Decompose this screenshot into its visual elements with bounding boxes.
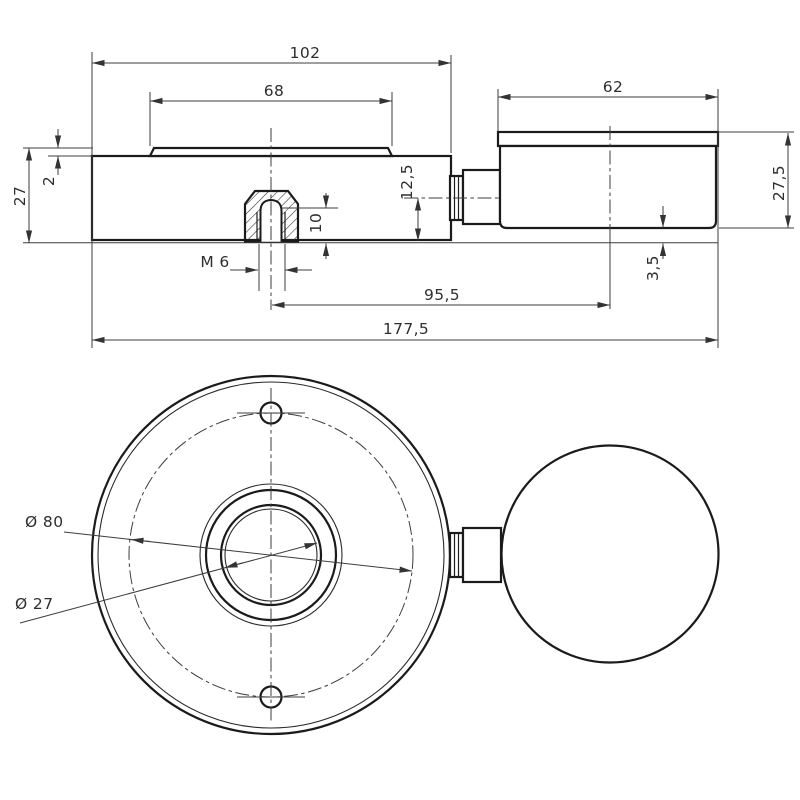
extension-lines: [23, 52, 794, 348]
dim-arrow-bolt-circle: [130, 537, 151, 544]
front-view: [90, 374, 720, 736]
dimensions: 102 68 62 27 2 12,5 10 M 6 95,5 177,5 27…: [11, 44, 792, 624]
dim-plate-thickness-label: 2: [40, 176, 58, 186]
dim-line-bolt-circle: [63, 531, 413, 573]
gauge-cap-outline: [496, 130, 720, 148]
dim-plate-width-label: 68: [264, 82, 285, 100]
adapter-nut-front: [461, 526, 503, 584]
ball-outline: [500, 444, 720, 664]
gauge-body-outline: [498, 144, 718, 230]
adapter-washers-front: [448, 531, 465, 579]
dim-overall-length-label: 177,5: [383, 320, 429, 338]
dim-gauge-offset-label: 3,5: [644, 255, 662, 281]
dim-gauge-height-label: 27,5: [770, 165, 788, 201]
dim-body-height-label: 27: [11, 186, 29, 207]
dim-thread-depth-label: 10: [307, 213, 325, 234]
dim-line-bore: [19, 542, 318, 624]
dim-bolt-circle-label: Ø 80: [25, 513, 63, 531]
dim-arrow-bore: [224, 561, 244, 569]
bore-inner-circle: [224, 508, 318, 602]
dim-overall-width-label: 102: [290, 44, 321, 62]
dim-center-distance-label: 95,5: [424, 286, 460, 304]
dim-gauge-width-label: 62: [603, 78, 624, 96]
dim-axis-height-label: 12,5: [398, 164, 416, 200]
mounting-plate-outline: [148, 146, 394, 158]
dim-bore-label: Ø 27: [15, 595, 53, 613]
dim-thread-label: M 6: [200, 253, 229, 271]
adapter-nut: [461, 168, 502, 226]
housing-chamfer-circle: [97, 381, 445, 729]
